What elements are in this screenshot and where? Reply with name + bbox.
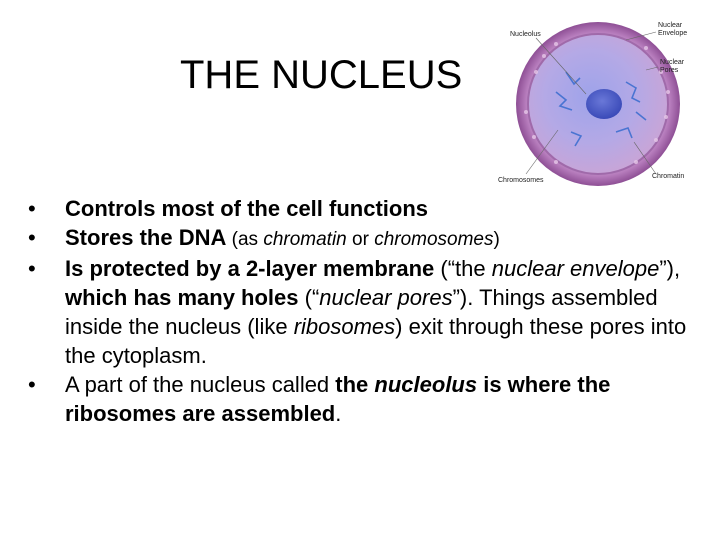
bullet-text: or: [346, 229, 375, 250]
nucleus-illustration: [516, 22, 680, 186]
bullet-symbol: •: [28, 225, 36, 250]
bullet-text: ”). Things assembled inside the nucleus …: [65, 285, 658, 339]
bullet-text: the: [335, 372, 375, 397]
nucleus-diagram: Nucleolus Nuclear Envelope Nuclear Pores…: [498, 22, 687, 186]
bullet-text: ribosomes: [293, 314, 396, 339]
label-nuclear-envelope-2: Envelope: [658, 30, 687, 37]
bullet-text: ): [493, 229, 500, 250]
label-chromatin: Chromatin: [652, 173, 684, 180]
label-nuclear-envelope-1: Nuclear: [658, 22, 683, 29]
bullet-text: ) exit through these pores into the cyto…: [65, 314, 687, 368]
bullet-text: chromatin: [263, 229, 347, 250]
bullet-text: (“: [298, 285, 320, 310]
bullet-text: Is protected by a 2-layer membrane: [65, 256, 435, 281]
bullet-symbol: •: [28, 372, 36, 397]
bullet-text: nuclear envelope: [491, 256, 660, 281]
bullet-item: • A part of the nucleus called the nucle…: [28, 370, 708, 428]
bullet-text: (as: [226, 229, 264, 250]
label-lines: [525, 31, 659, 175]
bullet-text: is where the ribosomes are assembled: [65, 372, 611, 426]
bullet-list: • Controls most of the cell functions • …: [28, 194, 708, 428]
bullet-text: which has many holes: [65, 285, 299, 310]
bullet-text: Controls most of the cell functions: [65, 196, 429, 221]
bullet-text: nucleolus: [374, 372, 478, 397]
bullet-text: A part of the nucleus called: [65, 372, 336, 397]
bullet-text: ”),: [659, 256, 681, 281]
bullet-symbol: •: [28, 256, 36, 281]
label-nuclear-pores-1: Nuclear: [660, 59, 685, 66]
slide-title: THE NUCLEUS: [180, 53, 463, 97]
label-chromosomes: Chromosomes: [498, 177, 544, 184]
label-nucleolus: Nucleolus: [510, 31, 541, 38]
bullet-text: (“the: [434, 256, 492, 281]
label-nuclear-pores-2: Pores: [660, 67, 679, 74]
bullet-text: .: [335, 401, 342, 426]
bullet-text: Stores the DNA: [65, 225, 227, 250]
bullet-item: • Controls most of the cell functions: [28, 194, 708, 223]
bullet-text: nuclear pores: [319, 285, 453, 310]
bullet-item: • Is protected by a 2-layer membrane (“t…: [28, 254, 708, 370]
bullet-item: • Stores the DNA (as chromatin or chromo…: [28, 223, 708, 254]
bullet-symbol: •: [28, 196, 36, 221]
bullet-text: chromosomes: [374, 229, 494, 250]
